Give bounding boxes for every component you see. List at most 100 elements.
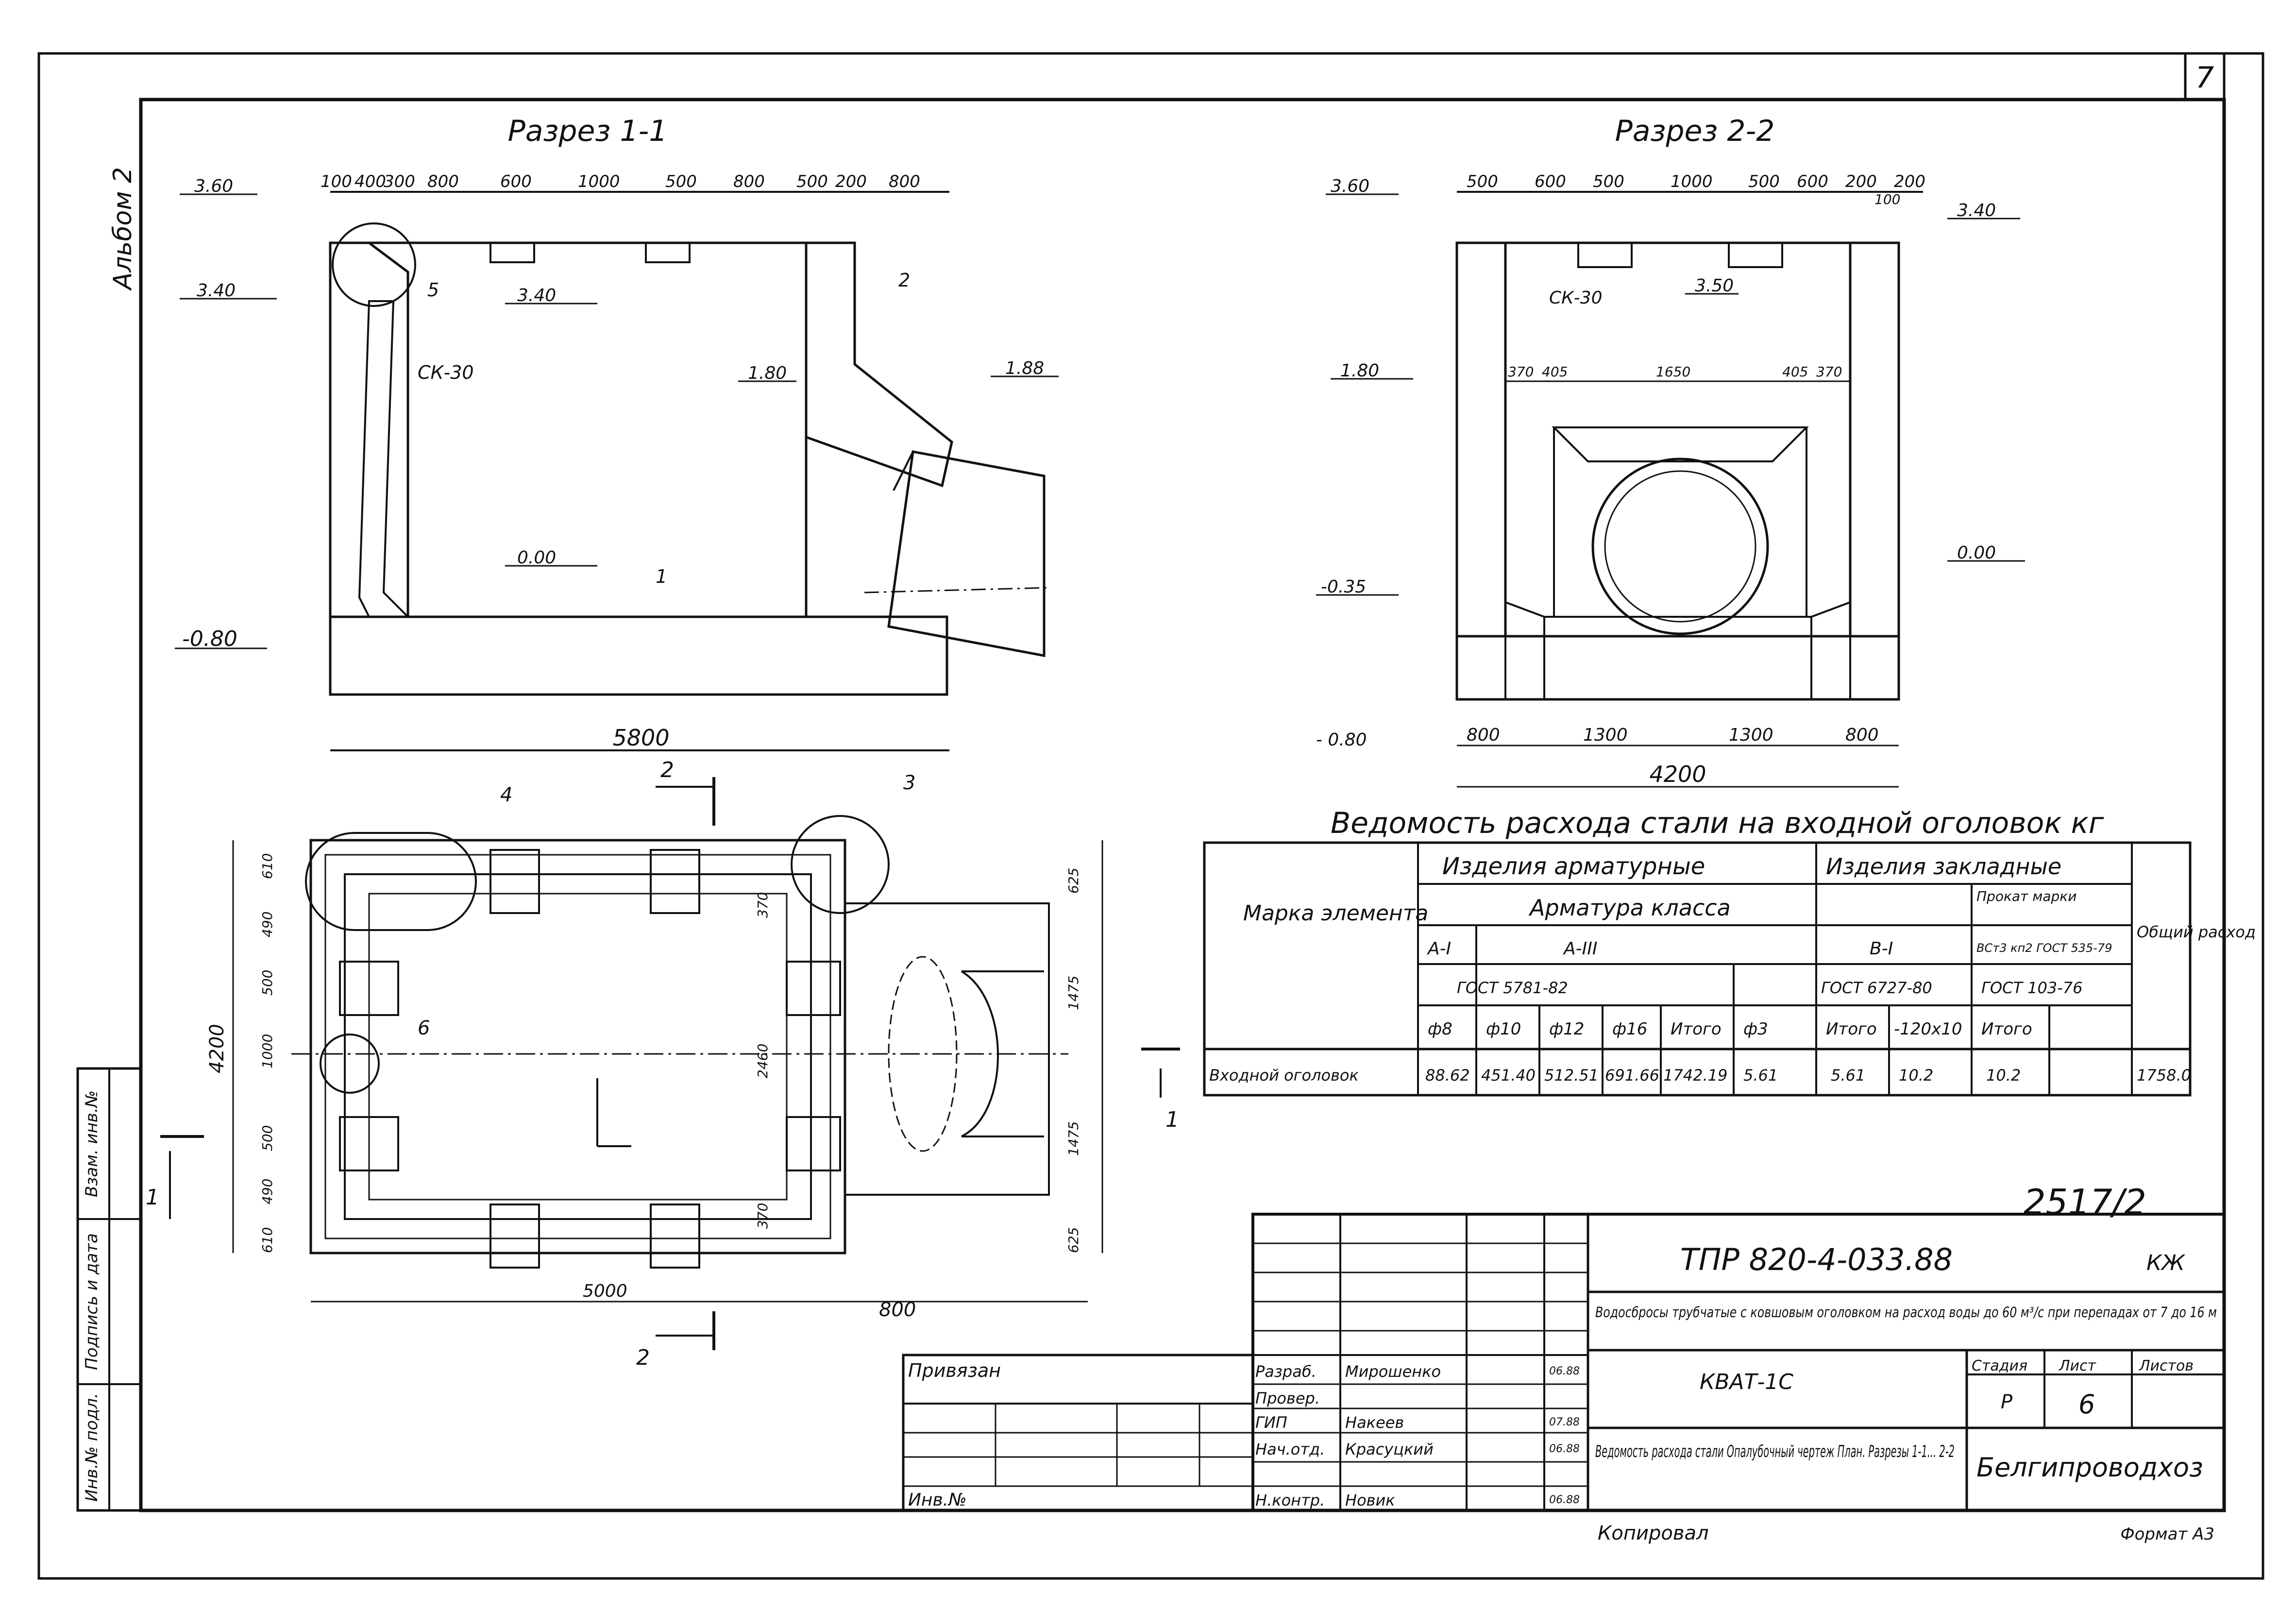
plan-left-dims: 610 490 500 1000 500 490 610 <box>259 853 275 1253</box>
svg-text:Входной оголовок: Входной оголовок <box>1209 1066 1359 1085</box>
svg-text:800: 800 <box>733 172 765 191</box>
svg-text:490: 490 <box>259 1179 275 1204</box>
svg-text:610: 610 <box>259 1227 275 1253</box>
svg-text:10.2: 10.2 <box>1986 1066 2021 1085</box>
svg-text:0.00: 0.00 <box>1957 543 1996 563</box>
svg-text:500: 500 <box>259 970 275 996</box>
svg-text:405: 405 <box>1782 364 1808 380</box>
svg-text:451.40: 451.40 <box>1481 1066 1536 1085</box>
plan-cut-2-top: 2 <box>660 758 674 782</box>
side-stamp-inv: Инв.№ подл. <box>82 1393 101 1502</box>
svg-text:5.61: 5.61 <box>1743 1066 1778 1085</box>
svg-text:600: 600 <box>1797 172 1828 191</box>
svg-text:500: 500 <box>1748 172 1780 191</box>
schedule-rolled-steel: ВСт3 кп2 ГОСТ 535-79 <box>1976 941 2112 955</box>
section-2-levels: 3.60 3.40 3.50 1.80 0.00 -0.35 - 0.80 <box>1316 176 1996 750</box>
svg-text:500: 500 <box>1467 172 1498 191</box>
svg-text:3: 3 <box>903 772 915 794</box>
svg-text:1: 1 <box>656 566 667 587</box>
title-description: Водосбросы трубчатые с ковшовым оголовко… <box>1595 1304 2217 1321</box>
plan-view: 3 4 6 610 490 500 1000 500 490 610 4200 … <box>146 758 1180 1370</box>
svg-text:500: 500 <box>665 172 697 191</box>
sheets-label: Листов <box>2139 1357 2194 1374</box>
schedule-rebar-class: Арматура класса <box>1528 895 1731 921</box>
page-number-box <box>2184 52 2226 101</box>
title-block-grid <box>1253 1214 1588 1510</box>
side-stamp: Инв.№ подл. Подпись и дата Взам. инв.№ <box>76 1067 142 1512</box>
title-block-dates: 06.88 07.88 06.88 06.88 <box>1549 1365 1580 1506</box>
section-1-marks: СК-30 1 2 5 <box>418 270 910 587</box>
svg-text:1000: 1000 <box>259 1034 275 1068</box>
schedule-group-reinf: Изделия арматурные <box>1442 853 1705 880</box>
svg-text:200: 200 <box>1845 172 1877 191</box>
section-1-levels: 3.60 3.40 3.40 1.80 1.88 0.00 -0.80 <box>182 176 1044 651</box>
section-2-2: Разрез 2-2 500 600 500 1000 500 600 200 … <box>1316 114 2025 788</box>
svg-text:СК-30: СК-30 <box>418 362 474 383</box>
svg-text:ф8: ф8 <box>1428 1019 1452 1039</box>
svg-text:ф10: ф10 <box>1486 1019 1521 1039</box>
svg-text:ГОСТ 6727-80: ГОСТ 6727-80 <box>1821 979 1932 997</box>
svg-text:370: 370 <box>1508 364 1534 380</box>
title-block-names: Мирошенко Накеев Красуцкий Новик <box>1345 1362 1441 1509</box>
svg-text:100: 100 <box>1874 191 1900 207</box>
svg-text:-120х10: -120х10 <box>1894 1019 1962 1039</box>
sheet-label: Лист <box>2059 1357 2097 1374</box>
plan-cut-2-bottom: 2 <box>636 1345 650 1370</box>
svg-text:ф3: ф3 <box>1743 1019 1768 1039</box>
stage-label: Стадия <box>1972 1357 2027 1374</box>
svg-text:3.60: 3.60 <box>1331 176 1369 196</box>
svg-text:Итого: Итого <box>1826 1019 1877 1039</box>
steel-schedule: Ведомость расхода стали на входной оголо… <box>1203 806 2256 1097</box>
table-row: Входной оголовок 88.62 451.40 512.51 691… <box>1209 1066 2191 1085</box>
svg-text:610: 610 <box>259 853 275 879</box>
plan-width-ext: 800 <box>879 1299 916 1321</box>
schedule-total-header: Общий расход <box>2137 923 2256 941</box>
schedule-col-lines <box>1475 925 2050 1095</box>
svg-text:1758.0: 1758.0 <box>2137 1066 2191 1085</box>
svg-text:06.88: 06.88 <box>1549 1494 1580 1506</box>
svg-text:-0.35: -0.35 <box>1321 577 1366 597</box>
svg-text:691.66: 691.66 <box>1605 1066 1659 1085</box>
svg-text:500: 500 <box>796 172 828 191</box>
svg-text:800: 800 <box>427 172 459 191</box>
inv-no-label: Инв.№ <box>908 1490 967 1510</box>
svg-text:800: 800 <box>1467 725 1500 745</box>
svg-text:370: 370 <box>755 1203 771 1229</box>
bound-label: Привязан <box>908 1360 1001 1381</box>
svg-text:2: 2 <box>898 270 910 291</box>
plan-height: 4200 <box>206 1024 228 1073</box>
svg-text:1.80: 1.80 <box>748 363 787 383</box>
svg-text:4: 4 <box>500 784 512 806</box>
svg-text:3.40: 3.40 <box>197 281 236 301</box>
svg-text:ГИП: ГИП <box>1255 1413 1287 1432</box>
stage-value: Р <box>2001 1391 2013 1413</box>
svg-text:-0.80: -0.80 <box>182 627 237 651</box>
svg-text:3.50: 3.50 <box>1695 276 1734 296</box>
svg-text:Итого: Итого <box>1671 1019 1722 1039</box>
svg-text:800: 800 <box>1845 725 1879 745</box>
plan-cut-1-right: 1 <box>1165 1107 1179 1132</box>
svg-text:06.88: 06.88 <box>1549 1365 1580 1377</box>
svg-text:Мирошенко: Мирошенко <box>1345 1362 1441 1381</box>
title-sheet-title: Ведомость расхода стали Опалубочный черт… <box>1595 1442 1955 1461</box>
svg-text:В-I: В-I <box>1870 939 1893 959</box>
svg-text:300: 300 <box>384 172 415 191</box>
svg-text:Красуцкий: Красуцкий <box>1345 1440 1434 1458</box>
plan-width-main: 5000 <box>583 1281 627 1301</box>
svg-text:Н.контр.: Н.контр. <box>1255 1491 1325 1509</box>
svg-text:200: 200 <box>1894 172 1925 191</box>
album-label: Альбом 2 <box>108 167 137 291</box>
title-block-roles: Разраб. Провер. ГИП Нач.отд. Н.контр. <box>1255 1362 1325 1509</box>
section-1-title: Разрез 1-1 <box>508 114 668 148</box>
svg-text:500: 500 <box>1593 172 1624 191</box>
svg-text:2460: 2460 <box>755 1044 771 1078</box>
svg-text:3.40: 3.40 <box>517 286 556 305</box>
svg-text:625: 625 <box>1065 868 1081 894</box>
svg-text:ГОСТ 103-76: ГОСТ 103-76 <box>1981 979 2082 997</box>
section-1-width: 5800 <box>612 725 669 751</box>
svg-text:625: 625 <box>1065 1227 1081 1253</box>
svg-text:1650: 1650 <box>1656 364 1690 380</box>
svg-text:Нач.отд.: Нач.отд. <box>1255 1440 1325 1458</box>
schedule-columns: ф8 ф10 ф12 ф16 Итого ф3 Итого -120х10 Ит… <box>1428 1019 2032 1039</box>
side-stamp-sign: Подпись и дата <box>82 1233 101 1370</box>
